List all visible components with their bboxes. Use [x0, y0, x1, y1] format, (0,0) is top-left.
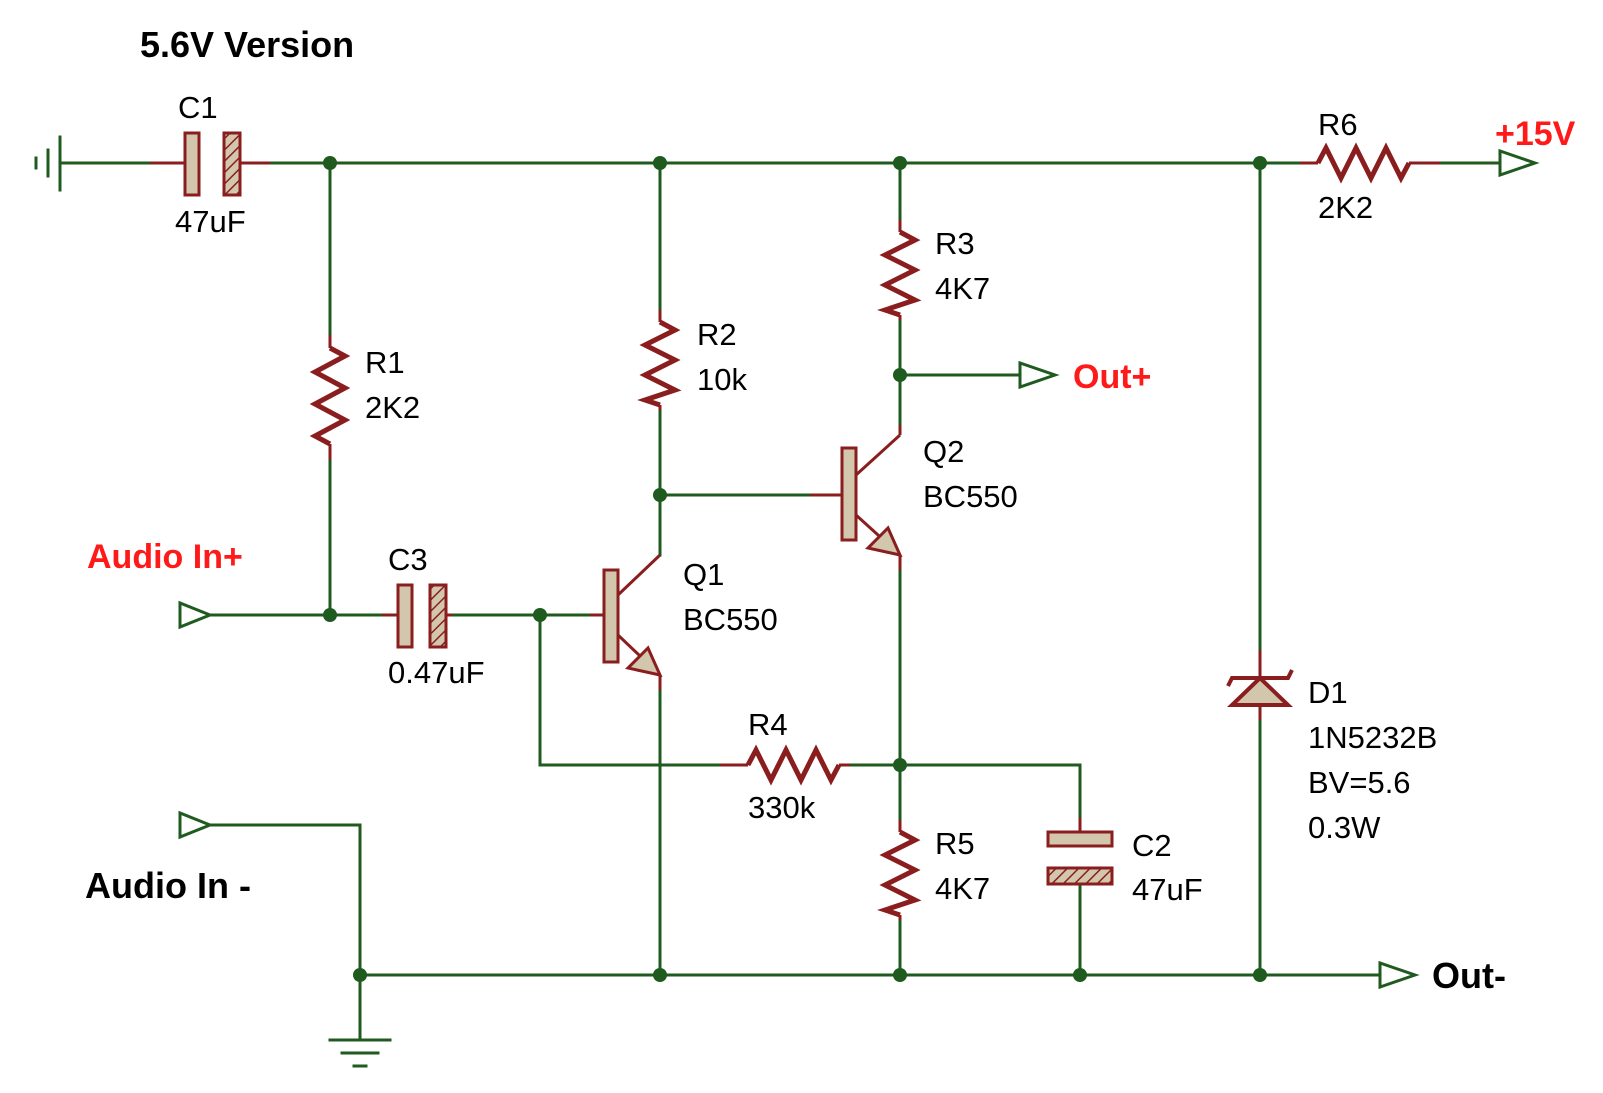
r4-ref: R4	[748, 707, 788, 742]
port-out-plus	[1018, 360, 1060, 390]
q1-ref: Q1	[683, 557, 724, 592]
resistor-r3	[877, 220, 922, 320]
r2-value: 10k	[697, 362, 747, 397]
r1-value: 2K2	[365, 390, 420, 425]
d1-value: 1N5232B	[1308, 720, 1437, 755]
capacitor-c1	[150, 131, 270, 197]
r5-value: 4K7	[935, 871, 990, 906]
d1-power: 0.3W	[1308, 810, 1381, 845]
label-out-plus: Out+	[1073, 358, 1151, 396]
c1-ref: C1	[178, 90, 218, 125]
label-audio-in-minus: Audio In -	[85, 865, 251, 906]
resistor-r5	[877, 820, 922, 920]
c2-value: 47uF	[1132, 872, 1203, 907]
transistor-q2	[810, 425, 903, 570]
q2-value: BC550	[923, 479, 1018, 514]
zener-diode-d1	[1226, 650, 1294, 720]
port-audio-in-plus	[178, 600, 215, 630]
r6-ref: R6	[1318, 107, 1358, 142]
port-out-minus	[1378, 960, 1420, 990]
c1-value: 47uF	[175, 204, 246, 239]
transistor-q1	[590, 553, 663, 690]
ground-symbol-bottom	[328, 1038, 392, 1068]
label-out-minus: Out-	[1432, 955, 1506, 996]
c3-value: 0.47uF	[388, 655, 485, 690]
r1-ref: R1	[365, 345, 405, 380]
c3-ref: C3	[388, 542, 428, 577]
label-supply: +15V	[1495, 115, 1576, 153]
r3-value: 4K7	[935, 271, 990, 306]
junction-dots	[323, 156, 1267, 982]
ground-symbol-left	[34, 135, 62, 192]
q2-ref: Q2	[923, 434, 964, 469]
q1-value: BC550	[683, 602, 778, 637]
resistor-r1	[309, 335, 351, 460]
d1-breakdown: BV=5.6	[1308, 765, 1411, 800]
r6-value: 2K2	[1318, 190, 1373, 225]
capacitor-c3	[382, 583, 452, 649]
label-audio-in-plus: Audio In+	[87, 538, 243, 576]
capacitor-c2	[1046, 818, 1114, 886]
resistor-r4	[720, 744, 850, 786]
r2-ref: R2	[697, 317, 737, 352]
resistor-r6	[1300, 142, 1440, 184]
wires	[60, 161, 1502, 1042]
resistor-r2	[637, 310, 682, 410]
diagram-title: 5.6V Version	[140, 24, 354, 65]
d1-ref: D1	[1308, 675, 1348, 710]
r3-ref: R3	[935, 226, 975, 261]
port-audio-in-minus	[178, 810, 215, 840]
port-supply	[1498, 148, 1540, 178]
c2-ref: C2	[1132, 828, 1172, 863]
r4-value: 330k	[748, 790, 816, 825]
r5-ref: R5	[935, 826, 975, 861]
